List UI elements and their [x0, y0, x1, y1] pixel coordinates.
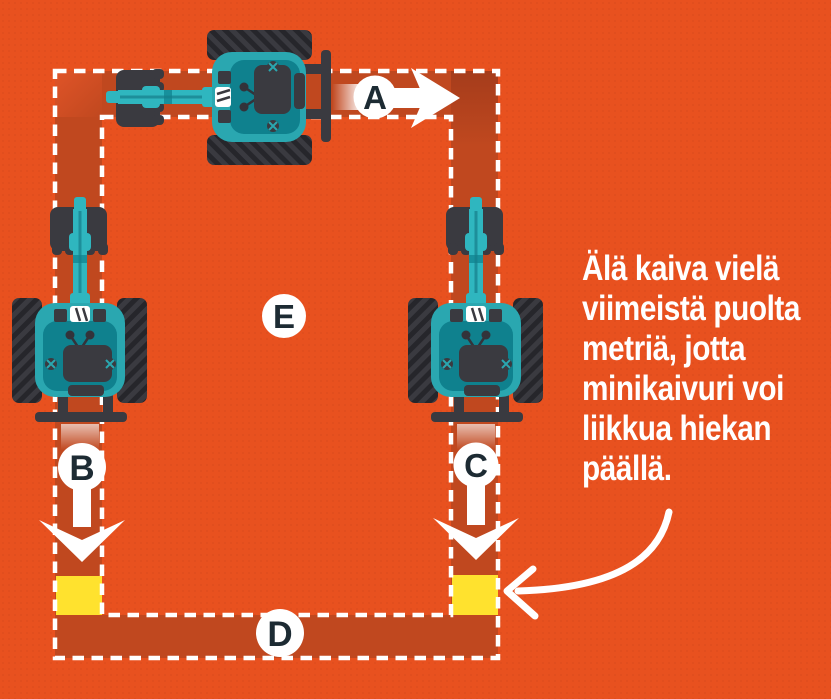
note-line: viimeistä puolta [582, 289, 801, 328]
sand-patch-left [56, 576, 102, 615]
callout-arrow [503, 508, 673, 620]
label-badge-e: E [262, 294, 306, 338]
label-b: B [69, 449, 94, 488]
label-badge-d: D [256, 609, 304, 657]
label-d: D [267, 615, 292, 654]
label-a: A [363, 79, 387, 116]
trench-corner-fade [55, 71, 102, 117]
note-line: minikaivuri voi [582, 369, 784, 408]
trench-top-right-shade [451, 71, 498, 146]
note-line: päällä. [582, 449, 672, 488]
label-e: E [273, 298, 295, 335]
sand-patch-right [452, 575, 498, 615]
note-line: metriä, jotta [582, 329, 746, 368]
label-badge-a: A [353, 75, 397, 119]
label-badge-c: C [453, 442, 499, 488]
note-line: liikkua hiekan [582, 409, 772, 448]
label-c: C [464, 447, 488, 484]
label-badge-b: B [58, 443, 106, 491]
note-text: Älä kaiva vielä viimeistä puolta metriä,… [582, 249, 831, 489]
note-line: Älä kaiva vielä [582, 249, 780, 288]
